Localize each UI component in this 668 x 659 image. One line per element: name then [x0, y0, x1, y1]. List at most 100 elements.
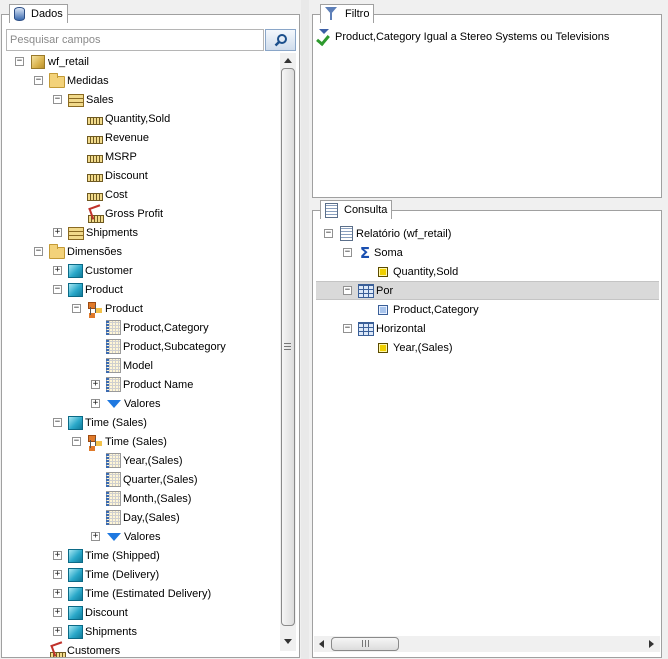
- expander-customer[interactable]: +: [53, 265, 62, 275]
- tree-item-time-delivery[interactable]: Time (Delivery): [68, 565, 159, 584]
- tree-item-shipments-measure[interactable]: Shipments: [68, 223, 138, 242]
- tree-item-model[interactable]: Model: [106, 356, 153, 375]
- data-panel-tab[interactable]: Dados: [9, 4, 68, 23]
- scroll-right-arrow-icon[interactable]: [649, 640, 654, 648]
- tree-item-quantity-sold[interactable]: Quantity,Sold: [87, 109, 170, 128]
- tree-item-wf-retail[interactable]: wf_retail: [30, 52, 89, 71]
- scroll-left-arrow-icon[interactable]: [319, 640, 324, 648]
- query-item-sum[interactable]: Σ Soma: [359, 243, 403, 262]
- tree-item-product-name[interactable]: Product Name: [106, 375, 193, 394]
- tree-item-quarter-sales[interactable]: Quarter,(Sales): [106, 470, 198, 489]
- tree-item-revenue[interactable]: Revenue: [87, 128, 149, 147]
- filter-panel-title: Filtro: [345, 8, 370, 20]
- level-icon: [106, 377, 121, 392]
- hierarchy-icon: [87, 434, 103, 450]
- query-item-across[interactable]: Horizontal: [358, 319, 426, 338]
- query-horizontal-scrollbar[interactable]: [314, 636, 660, 652]
- tree-item-dimensions[interactable]: Dimensões: [49, 242, 122, 261]
- expander-measures[interactable]: −: [34, 75, 43, 85]
- measure-field-icon: [378, 342, 388, 353]
- level-icon: [106, 510, 121, 525]
- level-icon: [106, 358, 121, 373]
- grid-icon: [358, 284, 374, 298]
- expander-product-dim[interactable]: −: [53, 284, 62, 294]
- query-item-by-field[interactable]: Product,Category: [377, 300, 479, 319]
- expander-time-delivery[interactable]: +: [53, 569, 62, 579]
- scroll-up-arrow-icon[interactable]: [284, 58, 292, 63]
- scroll-down-arrow-icon[interactable]: [284, 639, 292, 644]
- tree-item-year-sales[interactable]: Year,(Sales): [106, 451, 183, 470]
- query-item-report[interactable]: Relatório (wf_retail): [339, 224, 451, 243]
- expander-by[interactable]: −: [343, 285, 352, 295]
- query-item-sum-field[interactable]: Quantity,Sold: [377, 262, 458, 281]
- tree-item-product-category[interactable]: Product,Category: [106, 318, 209, 337]
- expander-valores-1[interactable]: +: [91, 398, 100, 408]
- tree-item-time-sales-hier[interactable]: Time (Sales): [87, 432, 167, 451]
- data-tree-scrollbar[interactable]: [280, 53, 296, 651]
- expander-product-name[interactable]: +: [91, 379, 100, 389]
- tree-item-time-shipped[interactable]: Time (Shipped): [68, 546, 160, 565]
- tree-item-valores-2[interactable]: Valores: [106, 527, 160, 546]
- tree-item-product-hier[interactable]: Product: [87, 299, 143, 318]
- expander-valores-2[interactable]: +: [91, 531, 100, 541]
- tree-item-customer[interactable]: Customer: [68, 261, 133, 280]
- query-item-by[interactable]: Por: [358, 281, 393, 300]
- expander-across[interactable]: −: [343, 323, 352, 333]
- grid-icon: [358, 322, 374, 336]
- grip-icon: [362, 640, 369, 647]
- check-filter-icon: [317, 28, 333, 45]
- tree-item-time-sales[interactable]: Time (Sales): [68, 413, 147, 432]
- tree-item-msrp[interactable]: MSRP: [87, 147, 137, 166]
- tree-item-cost[interactable]: Cost: [87, 185, 128, 204]
- tree-item-product-subcategory[interactable]: Product,Subcategory: [106, 337, 226, 356]
- query-panel-tab[interactable]: Consulta: [320, 200, 393, 219]
- expander-shipments-dim[interactable]: +: [53, 626, 62, 636]
- tree-item-shipments-dim[interactable]: Shipments: [68, 622, 137, 641]
- dimension-icon: [68, 568, 83, 582]
- values-arrow-icon: [106, 529, 122, 545]
- measure-icon: [87, 192, 103, 201]
- computed-field-icon: [49, 643, 66, 657]
- expander-report[interactable]: −: [324, 228, 333, 238]
- database-icon: [14, 7, 25, 21]
- tree-item-discount-measure[interactable]: Discount: [87, 166, 148, 185]
- grip-icon: [284, 343, 291, 350]
- search-button[interactable]: [265, 29, 296, 51]
- expander-time-sales[interactable]: −: [53, 417, 62, 427]
- measure-field-icon: [378, 266, 388, 277]
- tree-item-customers[interactable]: Customers: [49, 641, 120, 657]
- tree-item-discount-dim[interactable]: Discount: [68, 603, 128, 622]
- filter-condition[interactable]: Product,Category Igual a Stereo Systems …: [317, 27, 609, 46]
- tree-item-measures[interactable]: Medidas: [49, 71, 109, 90]
- filter-panel-tab[interactable]: Filtro: [320, 4, 375, 23]
- expander-sales[interactable]: −: [53, 94, 62, 104]
- dimension-field-icon: [378, 304, 388, 315]
- search-input[interactable]: Pesquisar campos: [6, 29, 264, 51]
- panel-splitter[interactable]: [301, 0, 309, 659]
- expander-root[interactable]: −: [15, 56, 24, 66]
- tree-item-month-sales[interactable]: Month,(Sales): [106, 489, 191, 508]
- tree-item-gross-profit[interactable]: Gross Profit: [87, 204, 163, 223]
- tree-item-sales[interactable]: Sales: [68, 90, 114, 109]
- filter-icon: [324, 6, 340, 22]
- level-icon: [106, 453, 121, 468]
- expander-dimensions[interactable]: −: [34, 246, 43, 256]
- tree-item-valores-1[interactable]: Valores: [106, 394, 160, 413]
- tree-item-time-estimated-delivery[interactable]: Time (Estimated Delivery): [68, 584, 211, 603]
- expander-discount-dim[interactable]: +: [53, 607, 62, 617]
- dimension-icon: [68, 587, 83, 601]
- expander-sum[interactable]: −: [343, 247, 352, 257]
- expander-shipments-measure[interactable]: +: [53, 227, 62, 237]
- search-icon: [274, 34, 287, 47]
- values-arrow-icon: [106, 396, 122, 412]
- expander-product-hier[interactable]: −: [72, 303, 81, 313]
- expander-time-sales-hier[interactable]: −: [72, 436, 81, 446]
- tree-item-product-dim[interactable]: Product: [68, 280, 123, 299]
- query-item-across-field[interactable]: Year,(Sales): [377, 338, 453, 357]
- expander-time-estimated-delivery[interactable]: +: [53, 588, 62, 598]
- tree-item-day-sales[interactable]: Day,(Sales): [106, 508, 180, 527]
- expander-time-shipped[interactable]: +: [53, 550, 62, 560]
- measure-icon: [87, 116, 103, 125]
- dimension-icon: [68, 625, 83, 639]
- measure-group-icon: [68, 94, 84, 107]
